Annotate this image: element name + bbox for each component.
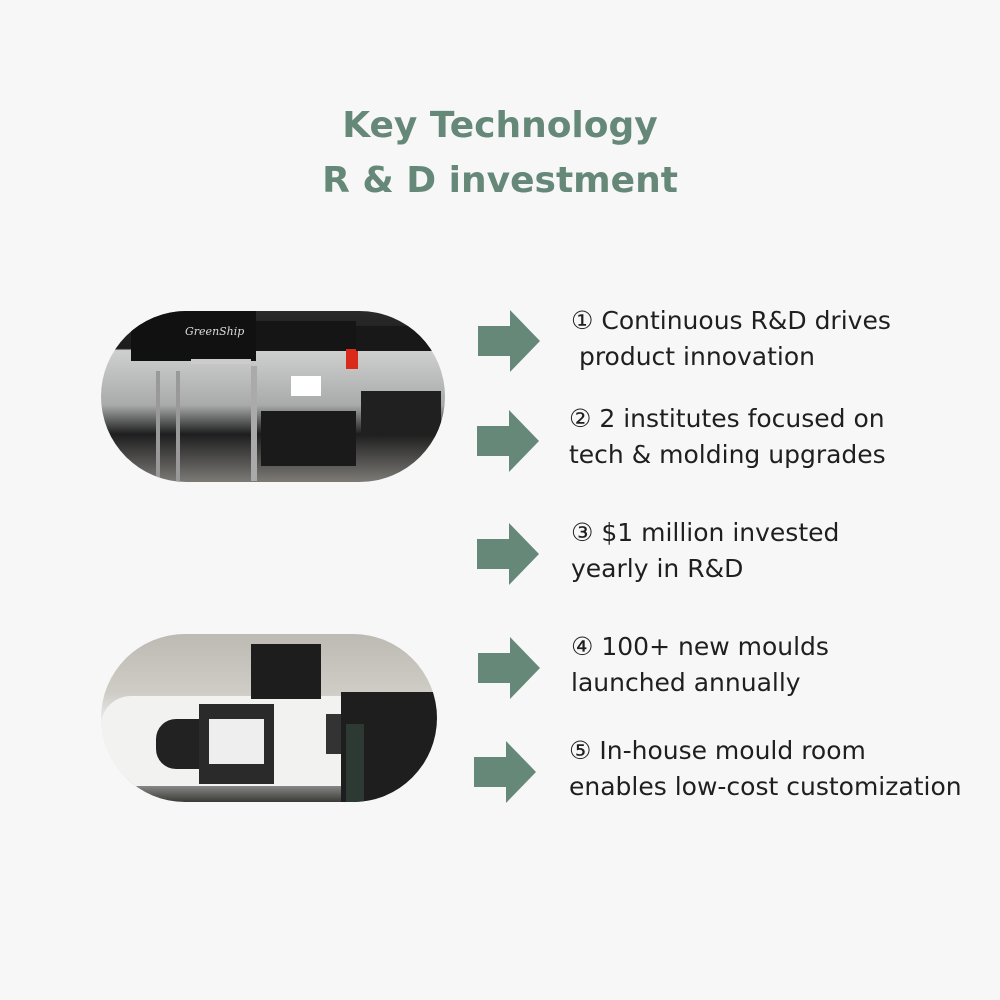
arrow-right-icon bbox=[477, 410, 539, 472]
arrow-right-icon bbox=[477, 523, 539, 585]
3d-printer-row-photo: GreenShip bbox=[101, 311, 445, 482]
cnc-machine-photo bbox=[101, 634, 437, 802]
greenship-logo: GreenShip bbox=[185, 325, 245, 338]
title-line-1: Key Technology bbox=[342, 105, 658, 146]
arrow-right-icon bbox=[474, 741, 536, 803]
arrow-right-icon bbox=[478, 310, 540, 372]
list-item: ① Continuous R&D drives product innovati… bbox=[571, 306, 891, 371]
arrow-right-icon bbox=[478, 637, 540, 699]
title-line-2: R & D investment bbox=[322, 160, 678, 201]
